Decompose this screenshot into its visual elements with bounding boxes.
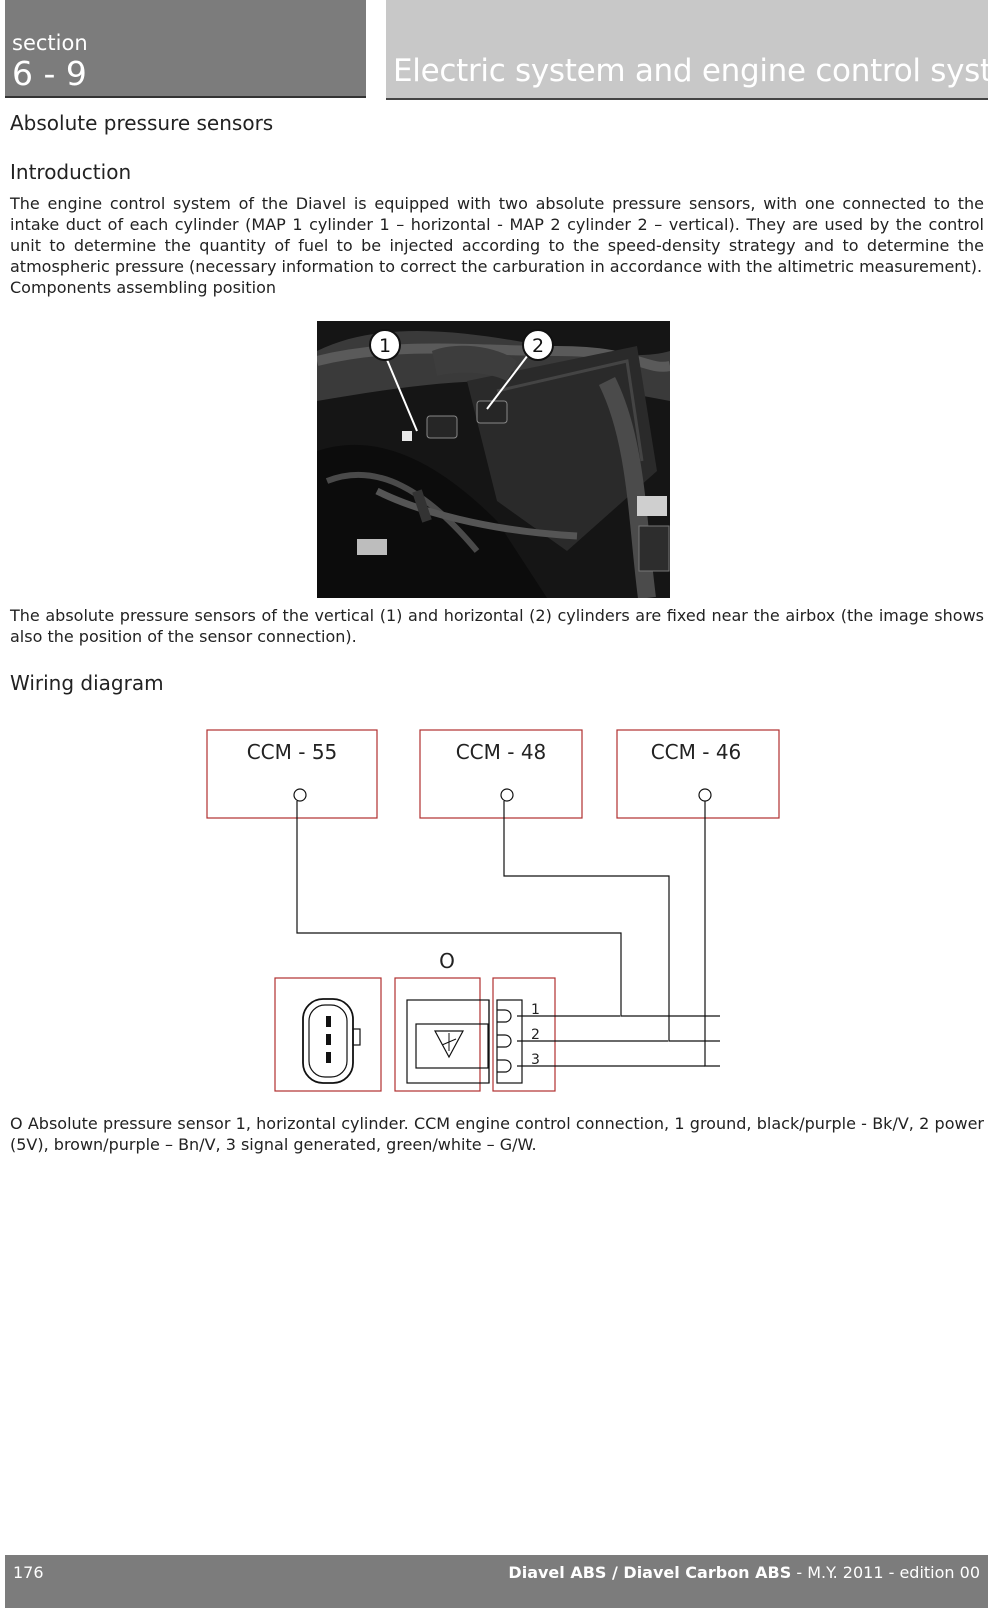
ccm-46-label: CCM - 46 <box>651 740 742 764</box>
chapter-header: Electric system and engine control syste… <box>386 0 988 100</box>
components-label: Components assembling position <box>10 278 277 297</box>
sensor-pin-terminal: 1 2 3 <box>492 977 705 1092</box>
intro-heading: Introduction <box>10 160 132 184</box>
pin-3-label: 3 <box>531 1052 540 1068</box>
engine-photo: 1 2 <box>317 321 670 598</box>
wiring-diagram: CCM - 55 CCM - 48 CCM - 46 O <box>200 720 800 1104</box>
sensor-connector-face <box>274 977 382 1092</box>
ccm-46-box: CCM - 46 <box>616 729 780 819</box>
ccm-55-label: CCM - 55 <box>247 740 338 764</box>
pressure-sensor-body <box>394 977 490 1092</box>
sensor-label: O <box>439 949 455 973</box>
pin-2-label: 2 <box>531 1027 540 1043</box>
svg-text:1: 1 <box>379 335 391 357</box>
ccm-48-box: CCM - 48 <box>419 729 583 819</box>
model-name: Diavel ABS / Diavel Carbon ABS <box>508 1563 792 1582</box>
page-footer: 176 Diavel ABS / Diavel Carbon ABS - M.Y… <box>5 1555 988 1608</box>
ccm-55-box: CCM - 55 <box>206 729 378 819</box>
section-number: 6 - 9 <box>12 54 87 93</box>
pin-1-label: 1 <box>531 1002 540 1018</box>
chapter-title: Electric system and engine control syste… <box>393 53 988 89</box>
model-edition-text: - M.Y. 2011 - edition 00 <box>791 1563 980 1582</box>
wiring-heading: Wiring diagram <box>10 671 164 695</box>
photo-caption: The absolute pressure sensors of the ver… <box>10 606 984 646</box>
diagram-caption: O Absolute pressure sensor 1, horizontal… <box>10 1114 984 1154</box>
photo-callout-2: 2 <box>522 329 554 361</box>
svg-text:2: 2 <box>532 335 544 357</box>
section-label: section <box>12 31 88 55</box>
page-number: 176 <box>13 1563 44 1582</box>
section-header: section 6 - 9 <box>5 0 366 98</box>
wires <box>296 801 720 1067</box>
model-edition: Diavel ABS / Diavel Carbon ABS - M.Y. 20… <box>508 1563 980 1582</box>
engine-photo-illustration: 1 2 <box>317 321 670 598</box>
photo-callout-1: 1 <box>369 329 401 361</box>
page-heading: Absolute pressure sensors <box>10 111 274 135</box>
intro-paragraph: The engine control system of the Diavel … <box>10 194 984 276</box>
ccm-48-label: CCM - 48 <box>456 740 547 764</box>
